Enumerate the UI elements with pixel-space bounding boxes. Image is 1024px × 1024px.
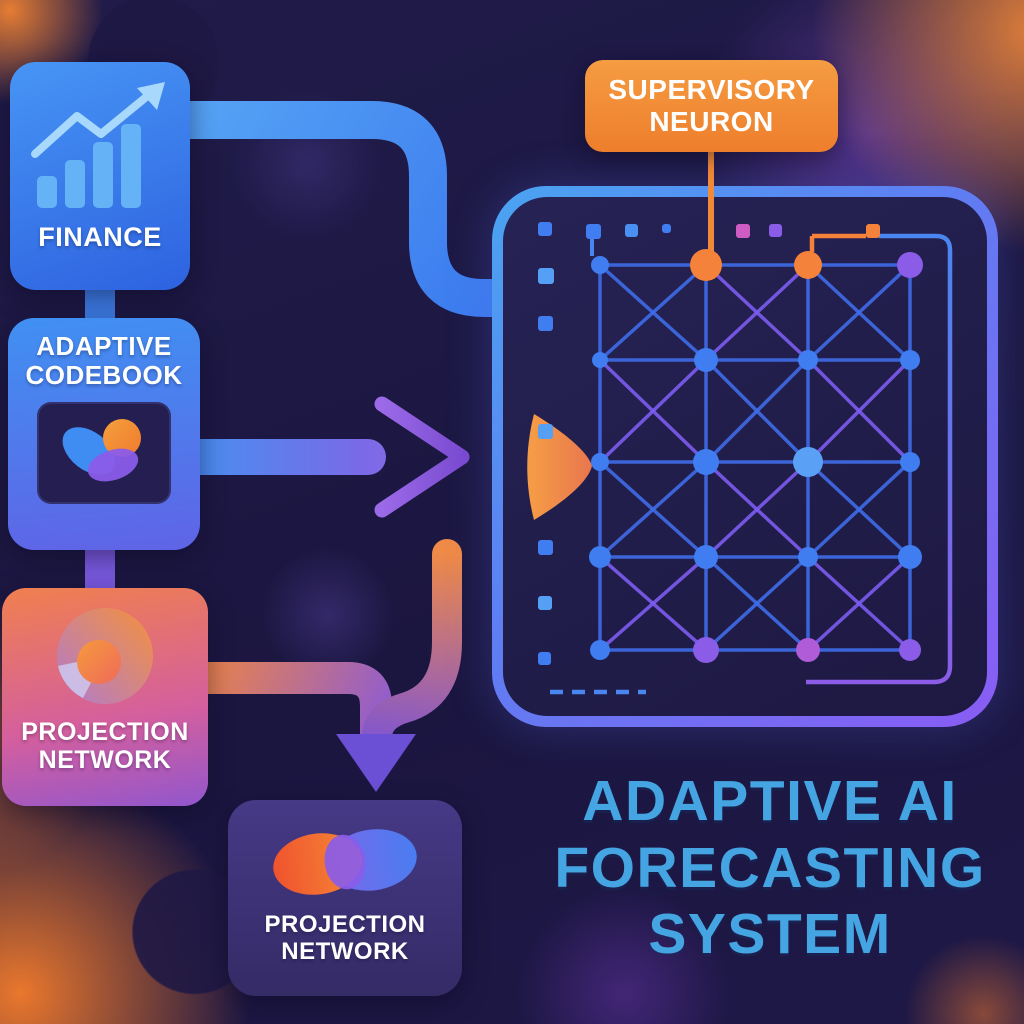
codebook-label-line1: ADAPTIVE bbox=[36, 331, 172, 361]
codebook-label: ADAPTIVE CODEBOOK bbox=[25, 331, 183, 391]
projection-left-label-line1: PROJECTION bbox=[21, 718, 189, 746]
abstract-cluster-icon bbox=[62, 419, 141, 482]
venn-diagram-icon bbox=[273, 829, 417, 895]
page-title: ADAPTIVE AI FORECASTING SYSTEM bbox=[500, 768, 1024, 968]
projection-left-label-line2: NETWORK bbox=[38, 746, 172, 774]
title-line3: SYSTEM bbox=[648, 902, 892, 967]
projection-bottom-label-line1: PROJECTION bbox=[264, 911, 426, 938]
pie-chart-icon bbox=[57, 608, 153, 704]
projection-bottom-label-line2: NETWORK bbox=[281, 937, 409, 965]
card-projection-network-bottom: PROJECTION NETWORK bbox=[228, 800, 462, 996]
supervisory-label-line1: SUPERVISORY bbox=[608, 74, 815, 106]
finance-label: FINANCE bbox=[38, 222, 162, 252]
title-line2: FORECASTING bbox=[554, 835, 986, 900]
pipe-finance-to-panel bbox=[171, 101, 519, 317]
title-line1: ADAPTIVE AI bbox=[582, 769, 958, 833]
bar-chart-up-arrow-icon bbox=[31, 82, 165, 208]
card-finance: FINANCE bbox=[10, 62, 190, 290]
pipe-panel-to-bottom-card bbox=[362, 539, 462, 751]
projection-bottom-label: PROJECTION NETWORK bbox=[264, 911, 426, 966]
down-arrowhead-icon bbox=[336, 734, 416, 792]
network-panel-inner bbox=[503, 197, 987, 716]
projection-left-label: PROJECTION NETWORK bbox=[21, 718, 189, 774]
network-panel bbox=[492, 186, 998, 727]
card-projection-network-left: PROJECTION NETWORK bbox=[2, 588, 208, 806]
codebook-icon-box bbox=[37, 402, 171, 505]
codebook-label-line2: CODEBOOK bbox=[25, 360, 183, 391]
card-adaptive-codebook: ADAPTIVE CODEBOOK bbox=[8, 318, 200, 550]
pipe-projection-to-bottom-card bbox=[188, 662, 392, 750]
chevron-arrow-icon bbox=[374, 396, 470, 518]
supervisory-label-line2: NEURON bbox=[649, 106, 774, 137]
supervisory-neuron-label: SUPERVISORY NEURON bbox=[585, 60, 838, 152]
